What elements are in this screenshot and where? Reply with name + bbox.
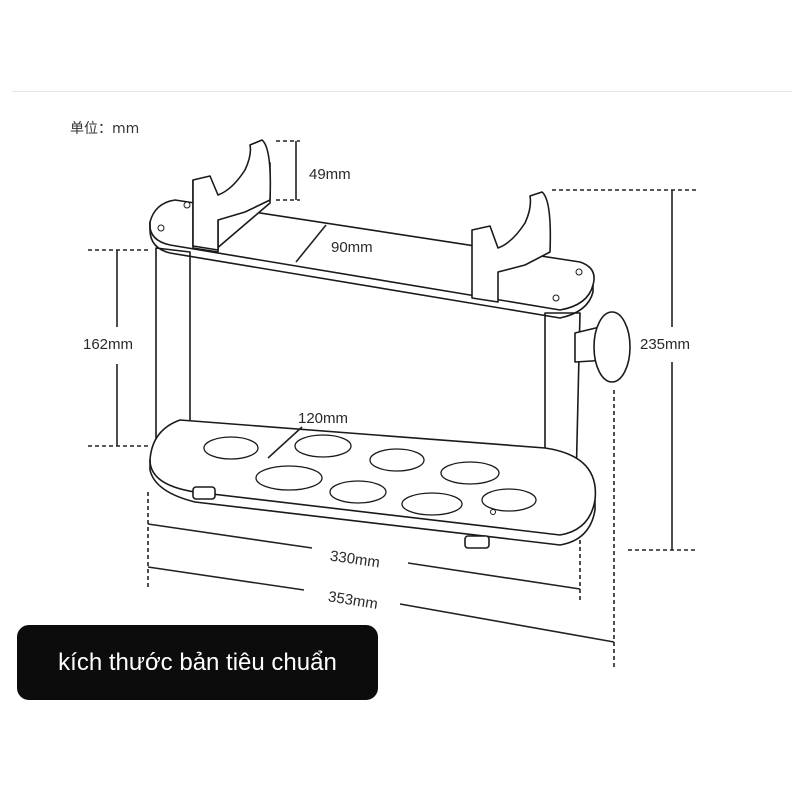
rack-outline <box>149 139 631 549</box>
top-plate-edge <box>149 222 594 319</box>
foot-right <box>464 535 490 549</box>
dim-label-90: 90mm <box>331 239 373 256</box>
foot-left <box>192 486 216 500</box>
dimension-lines <box>88 140 696 668</box>
header-divider <box>12 91 792 92</box>
dim-label-330: 330mm <box>329 548 381 572</box>
hole <box>329 480 387 504</box>
unit-label: 单位：mm <box>70 121 139 137</box>
caption-badge: kích thước bản tiêu chuẩn <box>17 625 378 700</box>
hole <box>203 436 259 460</box>
dim-label-49: 49mm <box>309 166 351 183</box>
hole <box>255 465 323 491</box>
hole <box>481 488 537 512</box>
left-rod-holder-body <box>192 139 272 251</box>
right-rod-holder-body <box>471 191 552 303</box>
end-knob <box>593 311 631 383</box>
hole <box>294 434 352 458</box>
base-holes <box>203 434 537 516</box>
hole <box>369 448 425 472</box>
dim-label-162: 162mm <box>83 336 133 353</box>
hole <box>440 461 500 485</box>
base-plate <box>149 419 597 536</box>
screws <box>157 201 583 515</box>
base-plate-edge <box>149 460 596 546</box>
dim-label-120: 120mm <box>298 410 348 427</box>
dim-label-353: 353mm <box>327 588 379 613</box>
dim-label-235: 235mm <box>640 336 690 353</box>
hole <box>401 492 463 516</box>
